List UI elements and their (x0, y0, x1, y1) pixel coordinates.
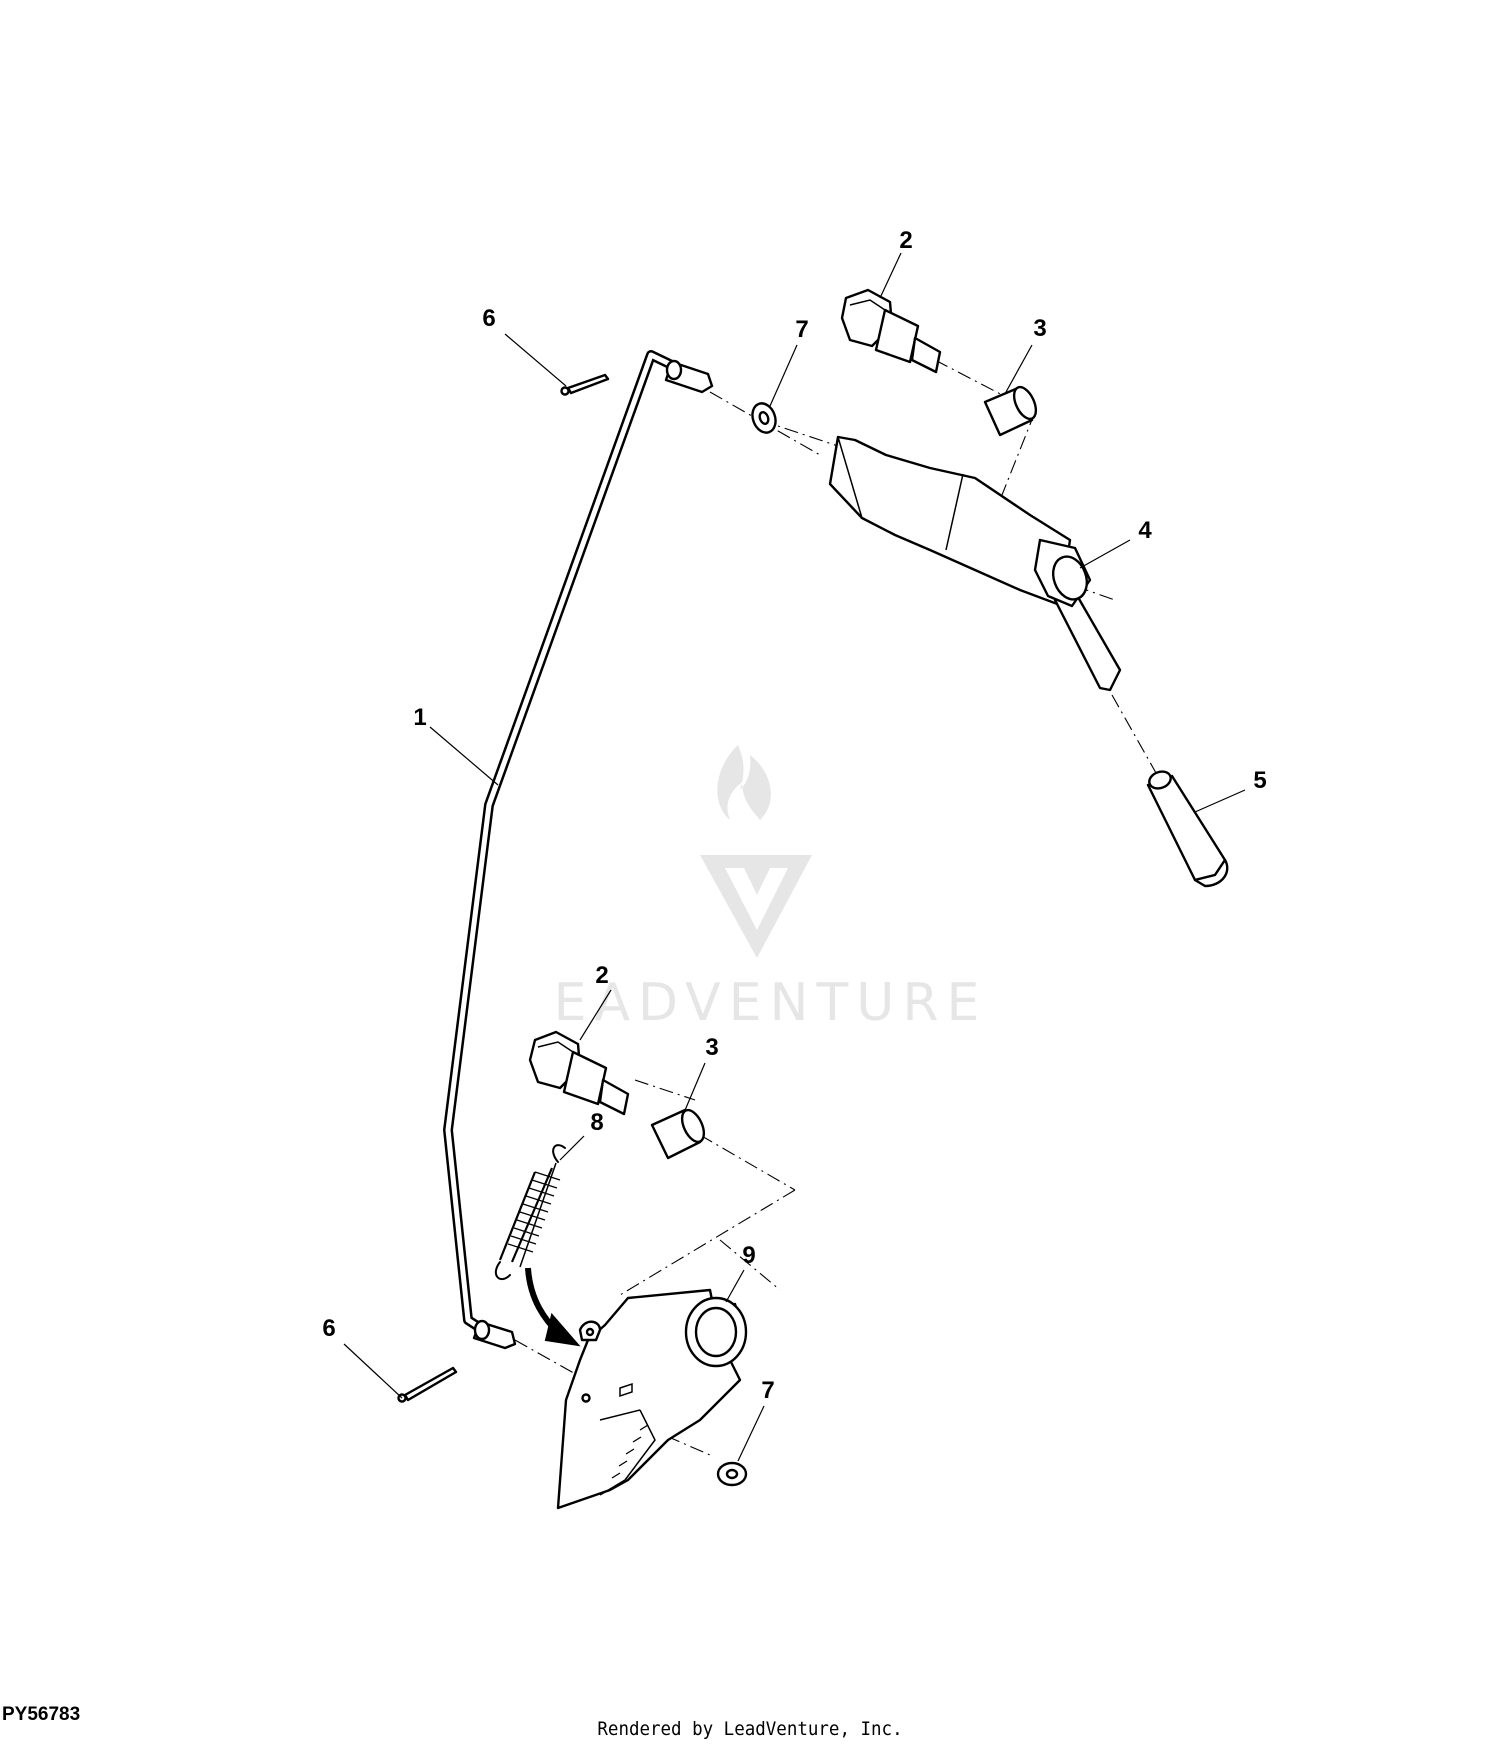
callout-7-upper: 7 (795, 316, 808, 343)
lift-lever (828, 435, 1122, 692)
render-credit: Rendered by LeadVenture, Inc. (597, 1718, 903, 1740)
control-rod (443, 350, 714, 1350)
callout-8: 8 (590, 1109, 603, 1136)
diagram-code: PY56783 (2, 1704, 81, 1725)
leadventure-watermark: LEADVENTURE (517, 745, 988, 1033)
v-logo-icon (700, 855, 812, 958)
leader-lines (343, 252, 1246, 1462)
callout-9: 9 (742, 1242, 755, 1269)
callout-3-lower: 3 (705, 1034, 718, 1061)
callout-2-lower: 2 (595, 962, 608, 989)
pedal-bracket (556, 1288, 748, 1510)
handle-grip (1146, 770, 1229, 888)
callout-3-upper: 3 (1033, 315, 1046, 342)
shoulder-bolt-lower (528, 1030, 630, 1116)
motion-arrow (525, 1267, 581, 1347)
flame-logo-icon (717, 745, 771, 820)
washer-upper (751, 402, 777, 434)
callout-6-lower: 6 (322, 1315, 335, 1342)
callouts: 1 2 2 3 3 4 5 6 6 7 7 8 9 (322, 227, 1266, 1404)
callout-4: 4 (1138, 517, 1152, 544)
cotter-pin-upper (560, 373, 610, 396)
washer-lower (716, 1461, 748, 1487)
extension-spring (494, 1144, 566, 1281)
callout-1: 1 (413, 704, 426, 731)
callout-6-upper: 6 (482, 305, 495, 332)
bushing-upper (983, 385, 1038, 437)
bushing-lower (650, 1108, 706, 1160)
callout-5: 5 (1253, 767, 1266, 794)
shoulder-bolt-upper (840, 288, 942, 374)
cotter-pin-lower (397, 1366, 458, 1403)
callout-7-lower: 7 (761, 1377, 774, 1404)
callout-2-upper: 2 (899, 227, 912, 254)
watermark-text: LEADVENTURE (517, 973, 988, 1033)
